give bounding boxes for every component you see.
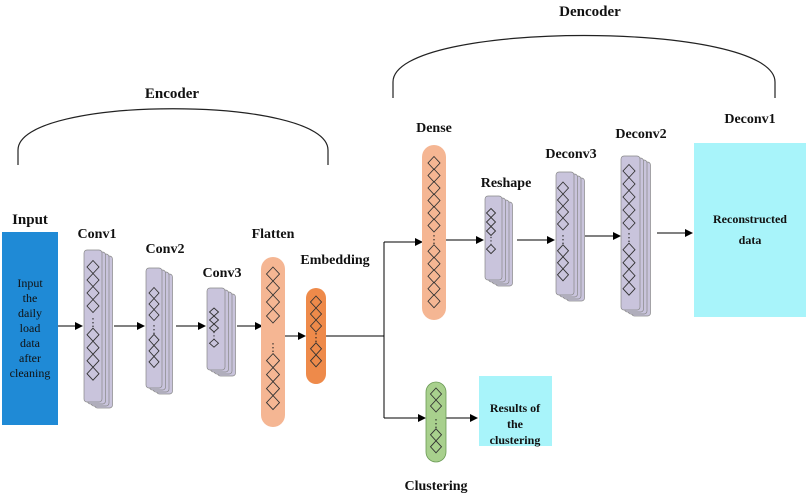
layers: ⋮ ⋮ ⋮ ⋮ ⋮ ⋮ ⋮ ⋮ ⋮ ⋮ [83,145,651,463]
conv2-label: Conv2 [146,242,185,257]
diamond-icon [309,354,323,368]
clustering-layer: ⋮ [425,381,447,463]
flatten-layer: ⋮ [261,257,285,427]
diamond-icon [556,217,570,231]
clustering-label: Clustering [405,479,468,494]
diamond-icon [622,281,636,296]
ellipsis-icon: ⋮ [149,323,160,336]
svg-text:clustering: clustering [490,433,541,447]
svg-text:load: load [20,321,41,335]
diamond-icon [86,366,100,381]
decoder-brace [392,34,776,98]
embedding-split-line [325,242,385,418]
conv3-label: Conv3 [203,266,242,281]
clustering-results-text: Results of the clustering [490,401,542,447]
diamond-icon [427,218,441,233]
svg-text:the: the [23,291,38,305]
embedding-layer: ⋮ [306,288,326,384]
ellipsis-icon: ⋮ [486,236,496,247]
ellipsis-icon: ⋮ [88,316,99,329]
diamond-icon [429,440,443,454]
diamond-icon [309,319,323,333]
reconstructed-data-text: Reconstructed data [713,212,787,247]
svg-text:data: data [20,336,41,350]
ellipsis-icon: ⋮ [558,233,569,246]
ellipsis-icon: ⋮ [431,417,442,430]
conv1-layer: ⋮ [83,249,113,409]
conv2-layer: ⋮ [145,267,173,395]
deconv3-label: Deconv3 [545,147,596,162]
diamond-icon [208,338,220,348]
dense-layer: ⋮ [422,145,446,320]
reshape-layer: ⋮ [484,195,513,287]
diamond-icon [485,225,497,237]
flatten-label: Flatten [252,227,295,242]
embedding-label: Embedding [300,253,369,268]
input-box-text: Input the daily load data after cleaning [10,276,51,380]
dense-label: Dense [416,121,452,136]
clustering-results-box [479,376,552,446]
diamond-icon [427,294,441,309]
diamond-icon [556,268,570,282]
reconstructed-data-box [694,143,806,317]
deconv3-layer: ⋮ [555,171,585,302]
diamond-icon [86,298,100,314]
diamond-icon [148,355,160,369]
diamond-icon [265,394,281,411]
diamond-icon [148,308,160,322]
conv1-label: Conv1 [78,227,117,242]
diamond-icon [429,399,443,413]
svg-text:daily: daily [18,306,42,320]
svg-text:after: after [19,351,41,365]
svg-text:the: the [507,417,524,431]
decoder-label: Dencoder [559,4,621,20]
conv3-layer: ⋮ [206,287,236,377]
svg-text:Results of: Results of [490,401,541,415]
ellipsis-icon: ⋮ [268,341,279,354]
deconv2-layer: ⋮ [620,155,651,317]
diamond-icon [208,323,220,333]
ellipsis-icon: ⋮ [209,331,219,342]
ellipsis-icon: ⋮ [624,231,635,244]
connectors [58,229,693,422]
svg-text:Input: Input [17,276,43,290]
input-box [2,232,58,425]
svg-text:data: data [739,233,762,247]
reshape-label: Reshape [481,176,532,191]
diamond-icon [265,308,281,324]
deconv1-label: Deconv1 [724,112,775,127]
diamond-icon [622,215,636,231]
input-label: Input [12,212,48,228]
svg-text:cleaning: cleaning [10,366,51,380]
ellipsis-icon: ⋮ [311,331,322,344]
ellipsis-icon: ⋮ [429,233,440,246]
deconv2-label: Deconv2 [615,127,666,142]
svg-text:Reconstructed: Reconstructed [713,212,787,226]
encoder-brace [17,108,329,165]
diamond-icon [485,243,497,255]
encoder-label: Encoder [145,86,200,102]
